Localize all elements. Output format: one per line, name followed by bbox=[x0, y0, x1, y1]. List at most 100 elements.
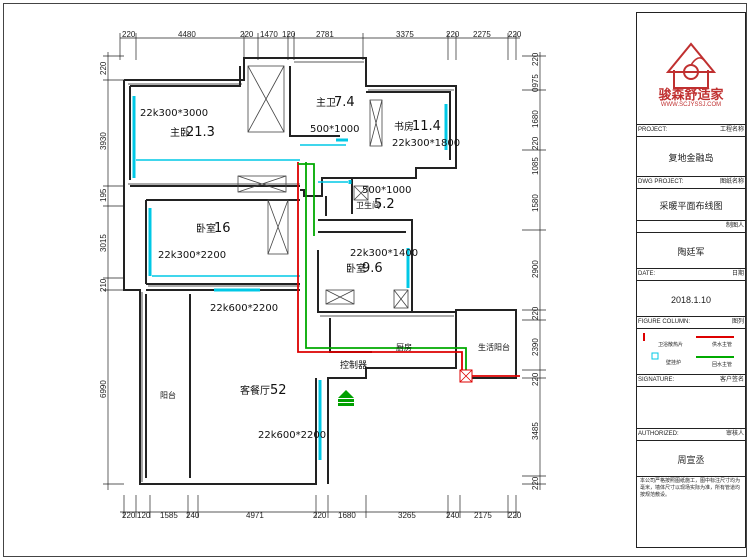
wall-thin-lines bbox=[128, 61, 454, 482]
designer-value: 陶廷军 bbox=[677, 247, 705, 257]
dim-top-8: 2275 bbox=[473, 30, 491, 39]
dim-bottom-1: 120 bbox=[137, 511, 151, 520]
dim-right-1: 1680 bbox=[531, 110, 540, 128]
dim-left-5: 6990 bbox=[99, 380, 108, 398]
dim-right-small-1: 220 bbox=[531, 136, 540, 150]
radiator-label-bedroom-left: 22k300*2200 bbox=[158, 250, 226, 261]
dim-top-3: 1470 bbox=[260, 30, 278, 39]
designer-label-cn: 制图人 bbox=[725, 223, 744, 229]
legend-return: 回水主管 bbox=[712, 362, 733, 368]
room-area-study: 11.4 bbox=[412, 119, 441, 134]
radiator-branch-lines bbox=[136, 144, 348, 277]
figure-label: FIGURE COLUMN: bbox=[638, 319, 691, 325]
signature-label-cn: 客户签名 bbox=[719, 377, 744, 383]
room-name-public-bath: 卫生间 bbox=[356, 200, 380, 210]
radiator-label-living-top: 22k600*2200 bbox=[210, 303, 278, 314]
drawing-label-cn: 图纸名称 bbox=[719, 179, 744, 185]
walls bbox=[123, 57, 517, 485]
signature-row: SIGNATURE:客户签名 bbox=[636, 374, 746, 428]
footer-note: 本公司严格按照图纸施工，图中标注尺寸均为毫米，墙体尺寸以现场实际为准，所有管道均… bbox=[640, 478, 741, 498]
date-value: 2018.1.10 bbox=[670, 295, 712, 305]
room-area-master-bedroom: 21.3 bbox=[186, 125, 215, 140]
dim-top-5: 2781 bbox=[316, 30, 334, 39]
house-logo-icon bbox=[665, 42, 717, 89]
room-name-bedroom-left: 卧室 bbox=[196, 222, 216, 235]
project-row: PROJECT:工程名称 复地金融岛 bbox=[636, 124, 746, 176]
dim-top-9: 220 bbox=[508, 30, 522, 39]
bottom-dimension-texts: 220 120 1585 240 4971 220 1680 3265 240 … bbox=[122, 511, 522, 520]
logo-text: 骏森舒适家 bbox=[658, 88, 724, 103]
dim-left-3: 3015 bbox=[99, 234, 108, 252]
project-label: PROJECT: bbox=[638, 127, 668, 133]
dim-bottom-8: 240 bbox=[446, 511, 460, 520]
dim-right-3: 2900 bbox=[531, 260, 540, 278]
radiator-label-public-bath: 500*1000 bbox=[362, 185, 412, 196]
drawing-label: DWG PROJECT: bbox=[638, 179, 684, 185]
drawing-value: 采暖平面布线图 bbox=[659, 201, 723, 211]
return-pipe bbox=[305, 162, 467, 372]
designer-row: 制图人 陶廷军 bbox=[636, 220, 746, 268]
dim-top-0: 220 bbox=[122, 30, 136, 39]
dim-right-8: 220 bbox=[531, 476, 540, 490]
legend-row: FIGURE COLUMN:图列 卫浴散热片 供水主管 壁挂炉 回水主管 bbox=[636, 316, 746, 374]
room-area-public-bath: 5.2 bbox=[374, 197, 395, 212]
radiator-label-study: 22k300*1800 bbox=[392, 138, 460, 149]
room-name-master-bath: 主卫 bbox=[316, 97, 336, 109]
left-dimension-line bbox=[103, 52, 124, 490]
date-label-cn: 日期 bbox=[731, 271, 744, 277]
company-logo: 骏森舒适家 WWW.SCJYSSJ.COM bbox=[640, 14, 742, 118]
room-name-balcony: 阳台 bbox=[160, 390, 176, 400]
room-area-bedroom-left: 16 bbox=[214, 221, 231, 236]
dim-left-0: 220 bbox=[99, 61, 108, 75]
dim-bottom-2: 1585 bbox=[160, 511, 178, 520]
author-row: AUTHORIZED:审核人 周宣丞 bbox=[636, 428, 746, 476]
dim-right-6: 220 bbox=[531, 372, 540, 386]
author-label: AUTHORIZED: bbox=[638, 431, 679, 437]
room-labels: 22k300*3000 主卧 21.3 主卫 7.4 500*1000 书房 1… bbox=[140, 95, 510, 441]
dim-bottom-6: 1680 bbox=[338, 511, 356, 520]
figure-label-cn: 图列 bbox=[731, 319, 744, 325]
top-dimension-texts: 220 4480 220 1470 120 2781 3375 220 2275… bbox=[122, 30, 522, 39]
date-label: DATE: bbox=[638, 271, 656, 277]
dim-top-7: 220 bbox=[446, 30, 460, 39]
right-dimension-line bbox=[522, 52, 546, 490]
pipes bbox=[297, 162, 520, 377]
dim-top-6: 3375 bbox=[396, 30, 414, 39]
room-name-kitchen: 厨房 bbox=[396, 342, 412, 352]
radiator-label-bedroom-right: 22k300*1400 bbox=[350, 248, 418, 259]
dim-left-1: 3930 bbox=[99, 132, 108, 150]
room-name-bedroom-right: 卧室 bbox=[346, 262, 366, 275]
dim-right-2: 1580 bbox=[531, 194, 540, 212]
bottom-dimension-line bbox=[120, 495, 520, 518]
supply-pipe bbox=[297, 162, 520, 377]
top-dimension-line bbox=[119, 33, 520, 60]
legend-symbols bbox=[643, 333, 734, 360]
room-area-master-bath: 7.4 bbox=[334, 95, 355, 110]
boiler-legend-icon bbox=[651, 352, 659, 360]
boiler-icon bbox=[459, 369, 473, 383]
dim-right-small-0: 0975 bbox=[531, 74, 540, 92]
dim-top-2: 220 bbox=[240, 30, 254, 39]
radiator-label-master-bath: 500*1000 bbox=[310, 124, 360, 135]
wardrobe-boxes bbox=[237, 65, 409, 309]
legend-boiler: 壁挂炉 bbox=[666, 360, 682, 366]
dim-right-4: 220 bbox=[531, 306, 540, 320]
return-branch bbox=[298, 163, 315, 236]
date-row: DATE: 日期 2018.1.10 bbox=[636, 268, 746, 316]
dim-bottom-5: 220 bbox=[313, 511, 327, 520]
dim-top-4: 120 bbox=[282, 30, 296, 39]
dim-bottom-3: 240 bbox=[186, 511, 200, 520]
dim-left-2: 195 bbox=[99, 188, 108, 202]
room-name-service-balcony: 生活阳台 bbox=[478, 342, 510, 352]
left-dimension-texts: 220 3930 195 3015 210 6990 bbox=[99, 61, 108, 398]
dim-left-4: 210 bbox=[99, 278, 108, 292]
dim-bottom-9: 2175 bbox=[474, 511, 492, 520]
right-dimension-texts: 0975 220 1680 220 1085 1580 2900 220 239… bbox=[531, 52, 540, 490]
radiator-label-living-bottom: 22k600*2200 bbox=[258, 430, 326, 441]
note-divider bbox=[636, 476, 746, 477]
dim-top-1: 4480 bbox=[178, 30, 196, 39]
project-label-cn: 工程名称 bbox=[719, 127, 744, 133]
room-name-controller: 控制器 bbox=[340, 359, 367, 371]
dim-right-5: 2390 bbox=[531, 338, 540, 356]
dim-bottom-0: 220 bbox=[122, 511, 136, 520]
